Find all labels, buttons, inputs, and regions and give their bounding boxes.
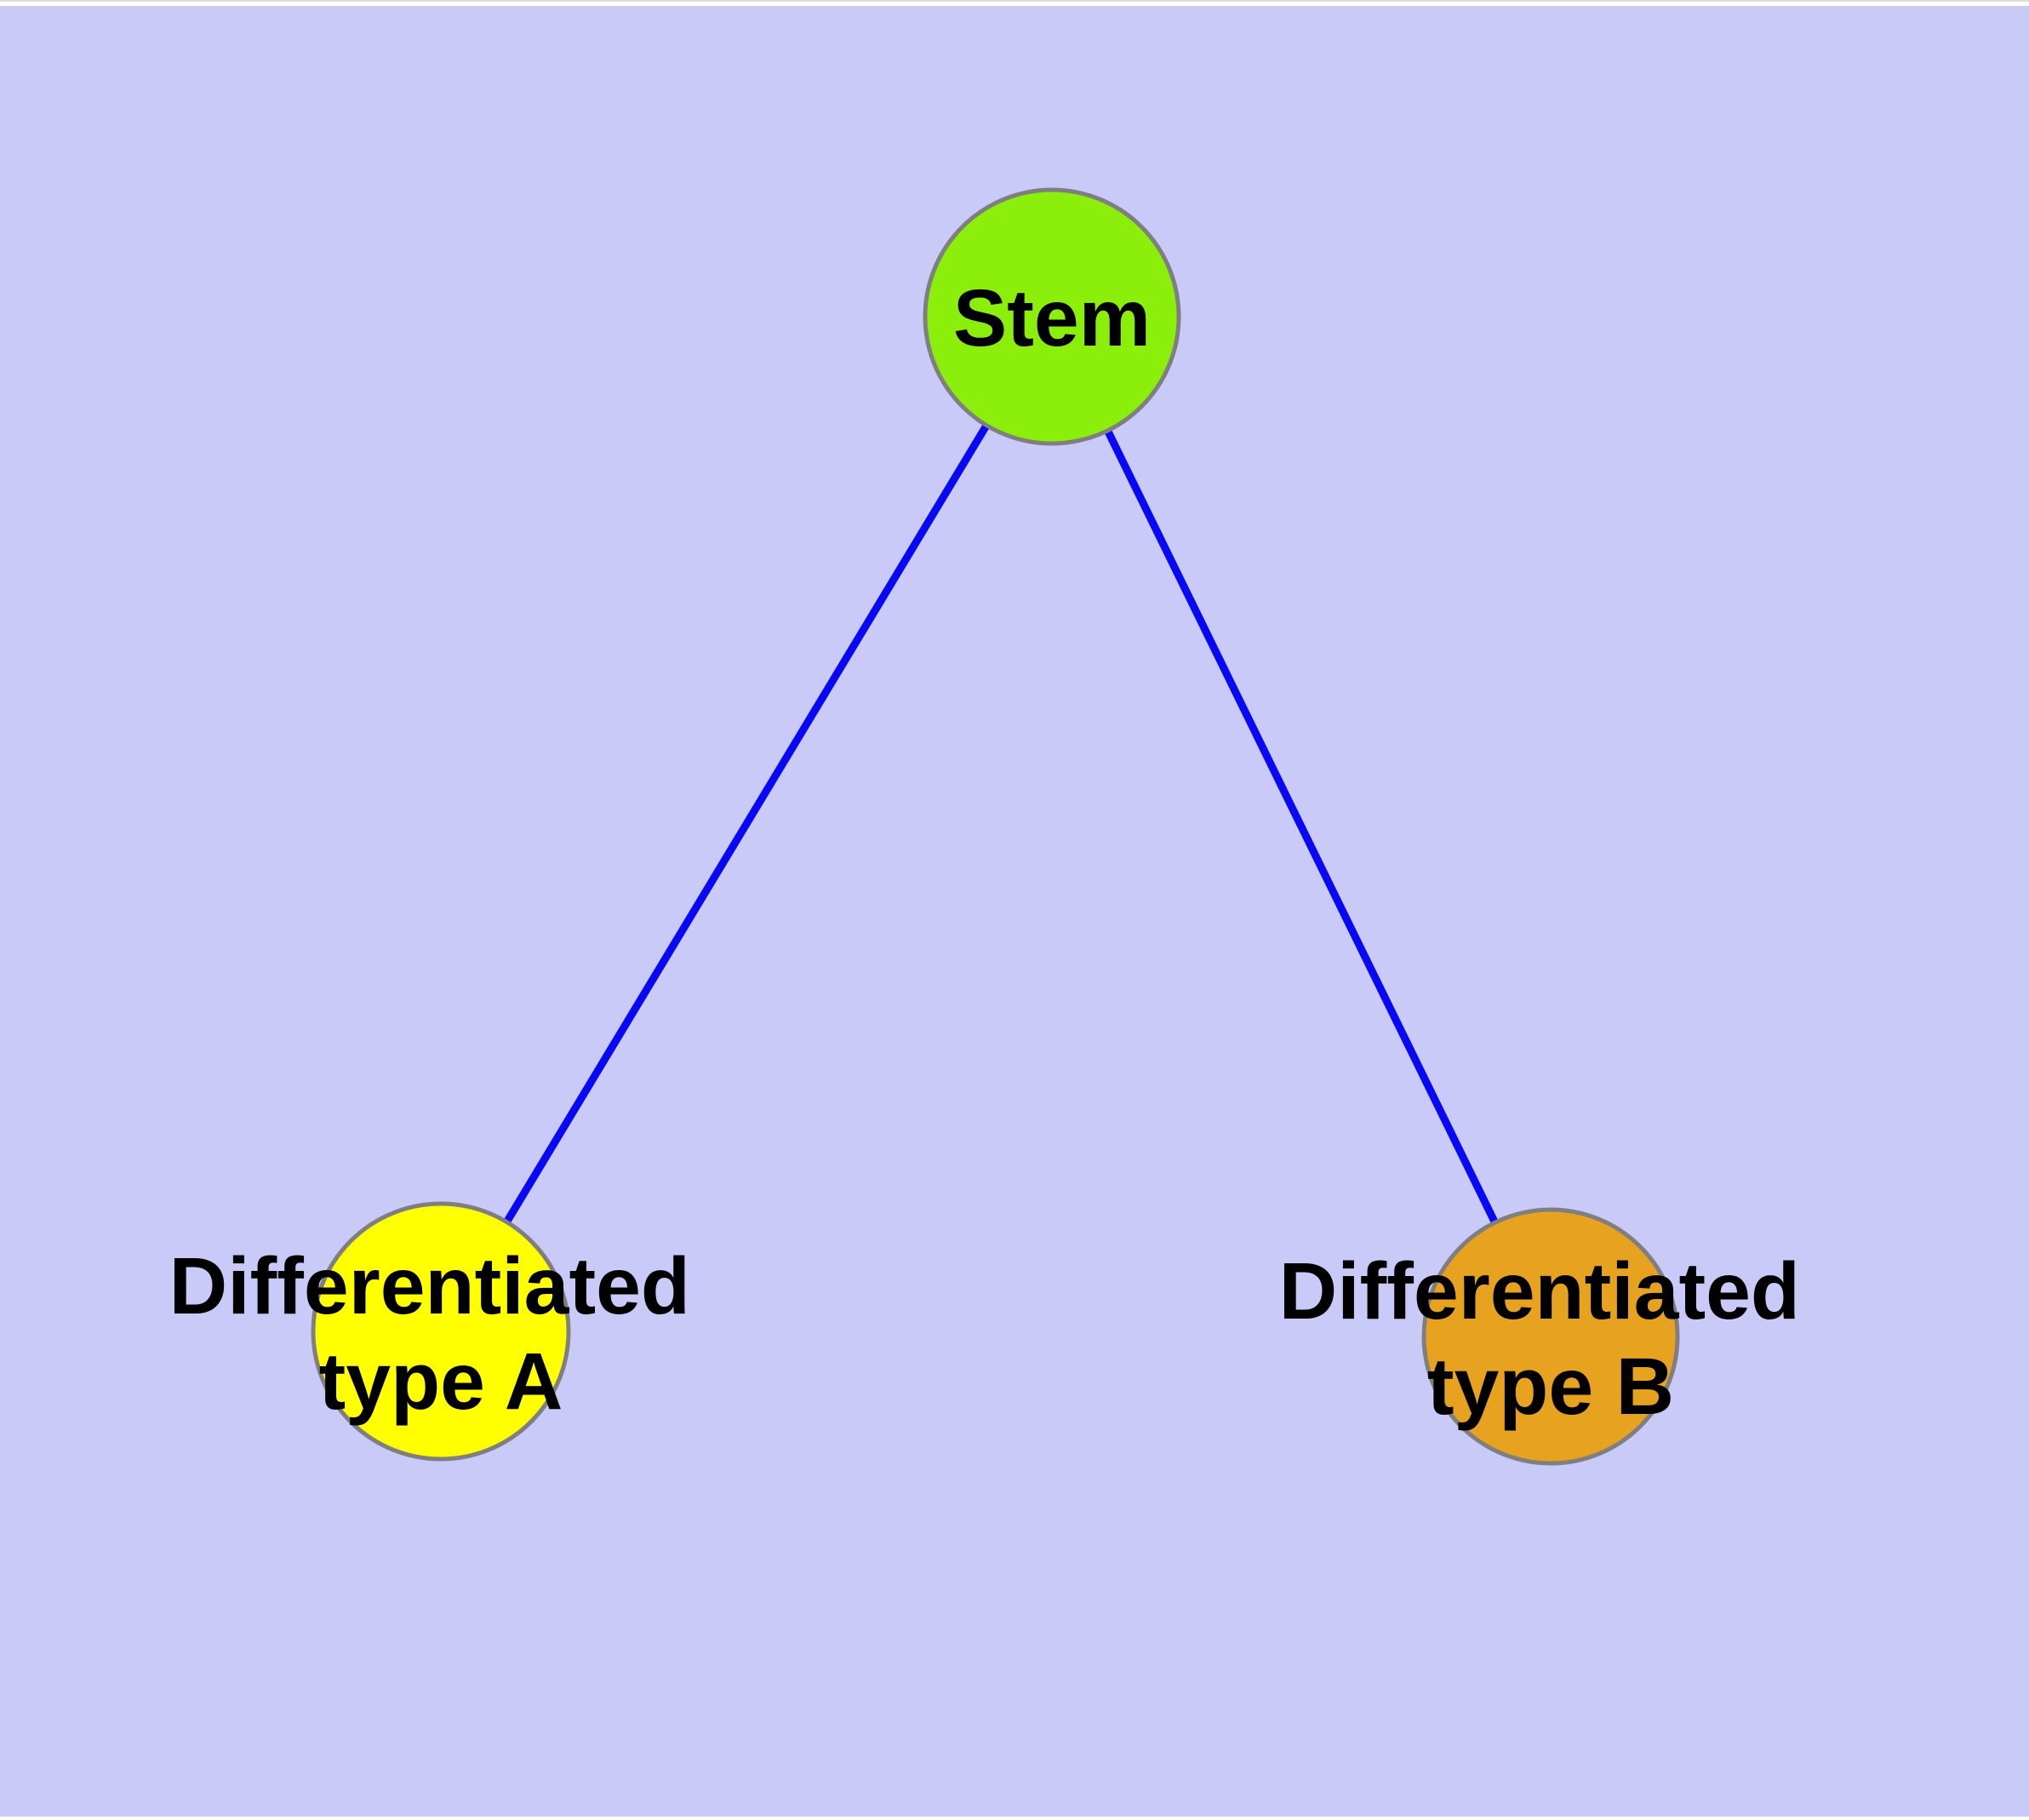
edge-stem-to-type-b xyxy=(1048,312,1555,1341)
type-a-label-line2: type A xyxy=(319,1336,563,1427)
type-a-node xyxy=(311,1201,571,1462)
stem-label-text: Stem xyxy=(953,273,1151,363)
top-hairline xyxy=(0,0,2029,2)
type-a-label-line1: Differentiated xyxy=(169,1241,690,1331)
type-b-label-line2: type B xyxy=(1427,1342,1674,1432)
type-b-node-label: Differentiated type B xyxy=(1279,1246,1823,1432)
edge-stem-to-type-a xyxy=(437,312,1056,1336)
type-b-node xyxy=(1421,1207,1680,1466)
type-a-node-label: Differentiated type A xyxy=(169,1241,713,1427)
stem-node xyxy=(923,187,1181,446)
type-b-label-line1: Differentiated xyxy=(1279,1246,1800,1336)
stem-node-label: Stem xyxy=(953,273,1151,363)
